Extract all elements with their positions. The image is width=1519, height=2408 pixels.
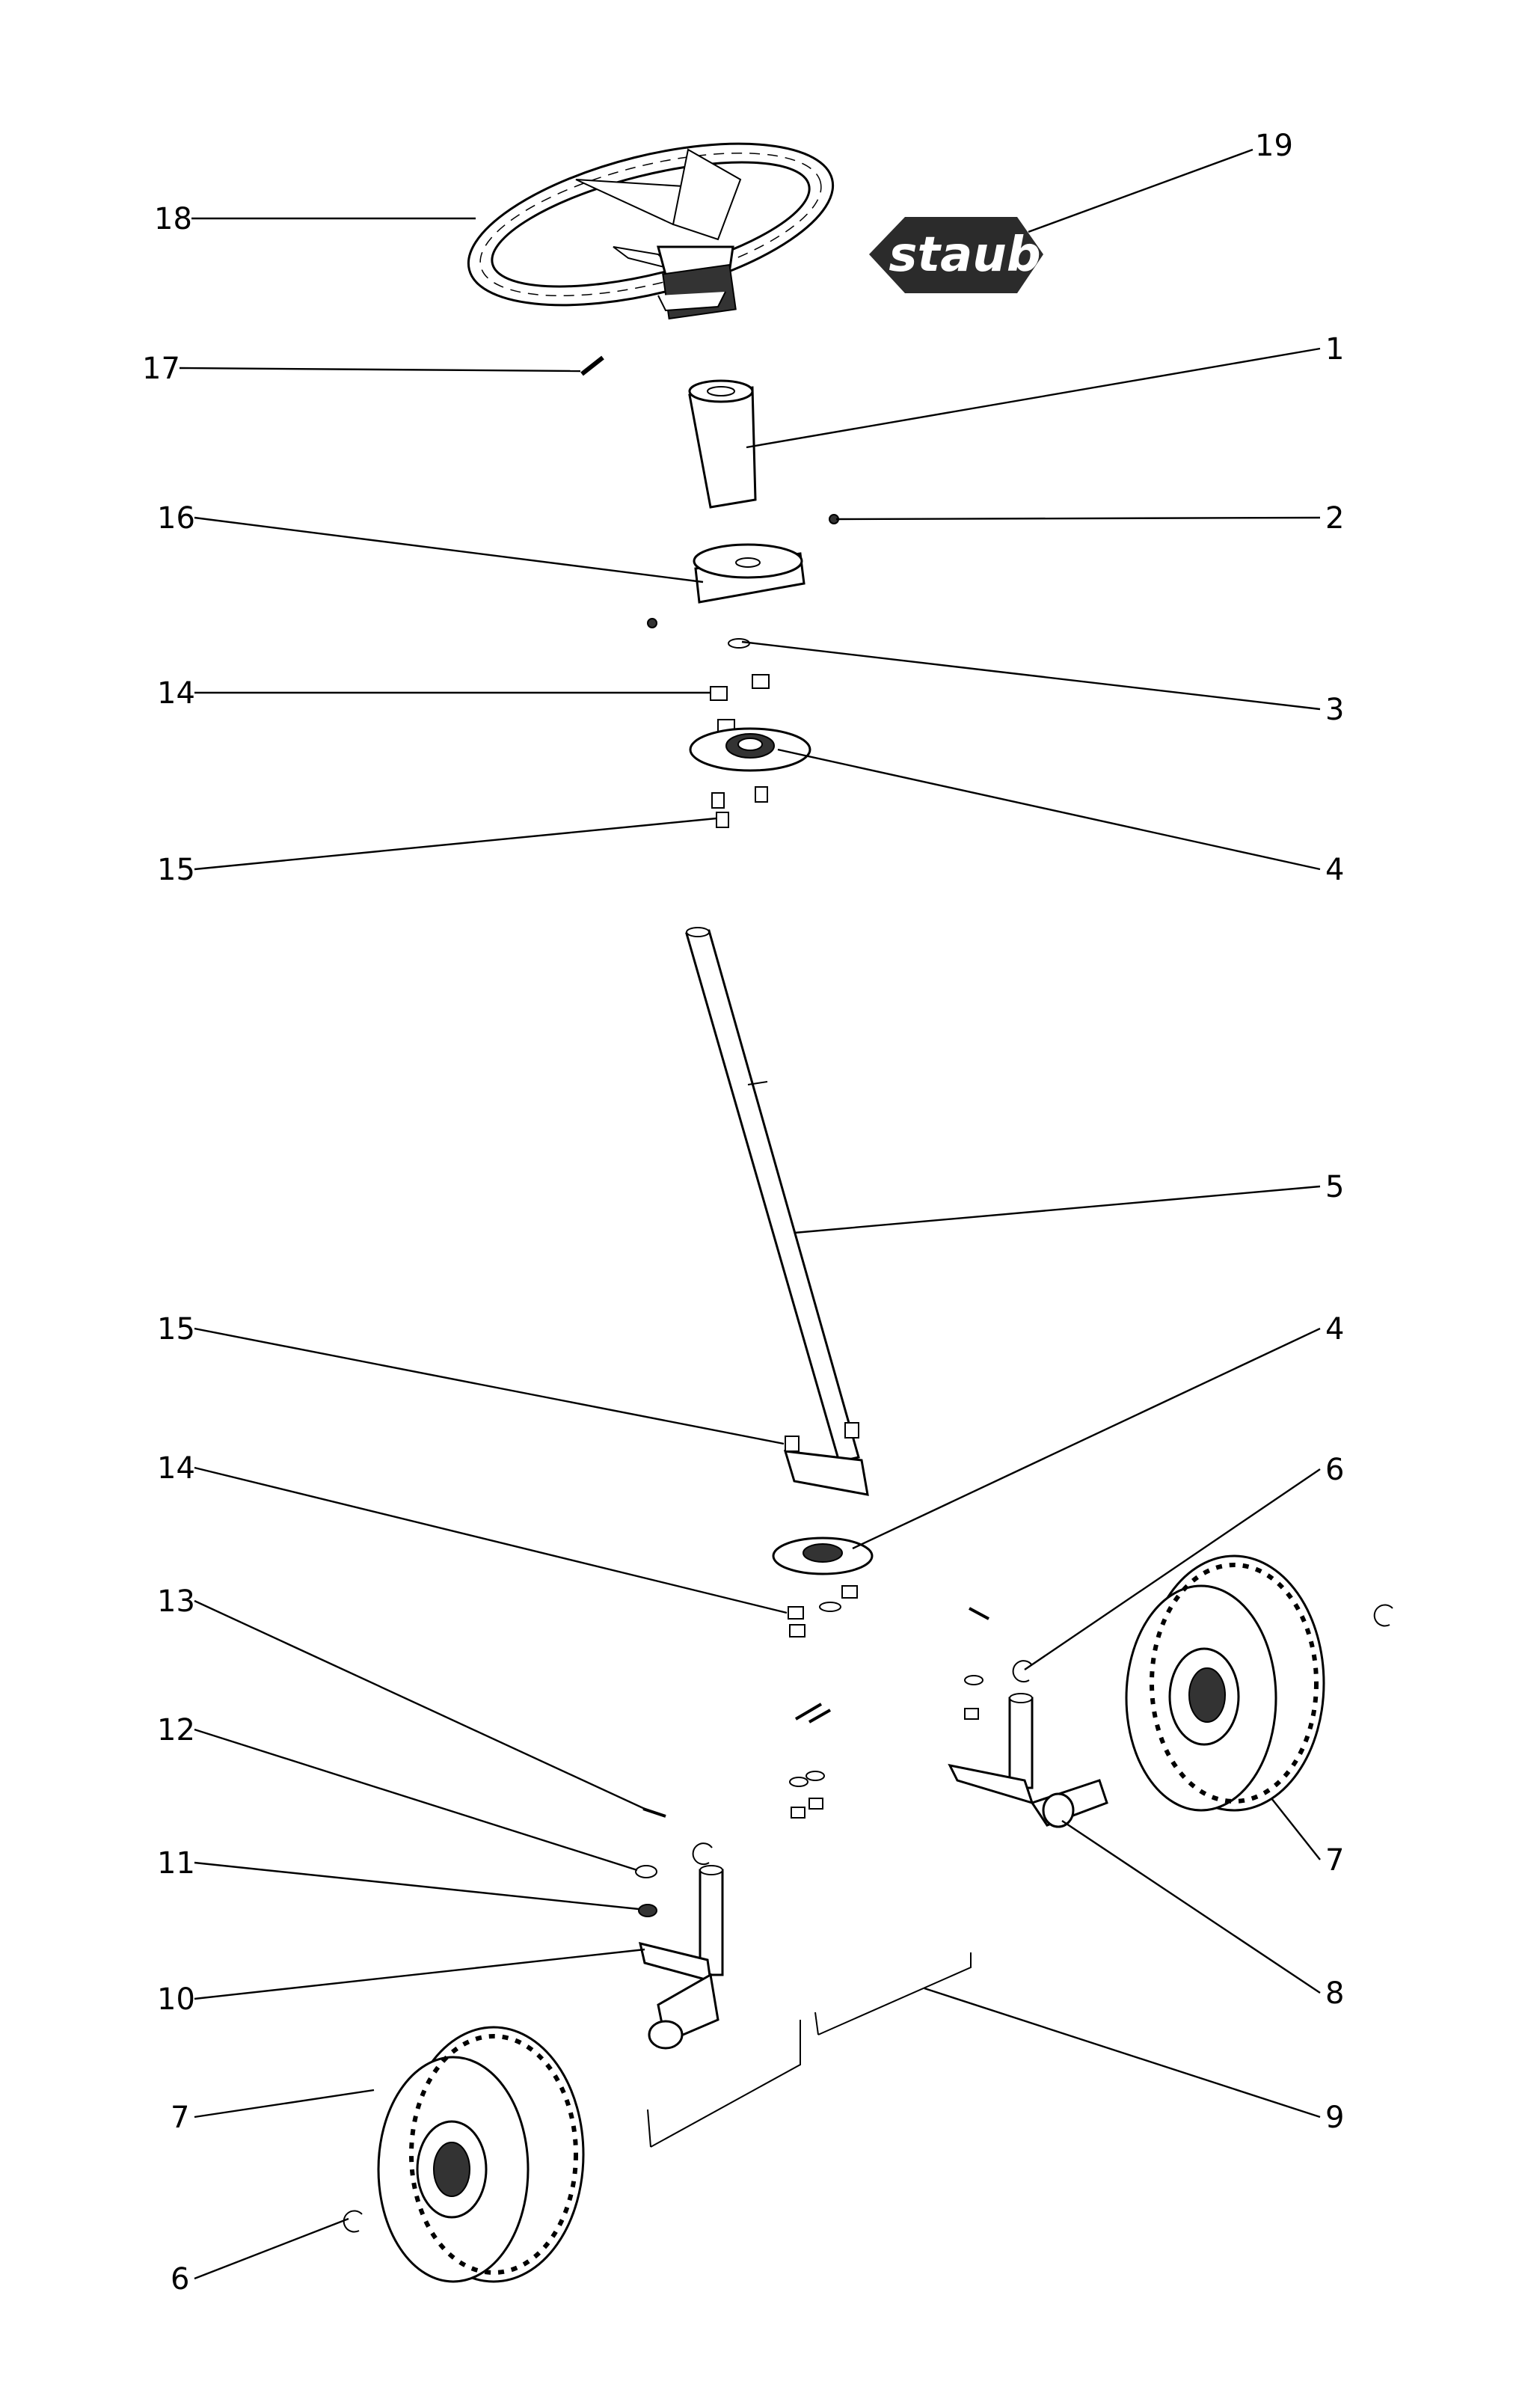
callout-part-14: 14 [157,676,711,711]
staub-logo-badge: staub [869,217,1043,293]
callout-number: 6 [171,2262,189,2297]
callout-number: 9 [1325,2101,1344,2135]
tie-rods [647,1952,972,2148]
callout-part-2: 2 [835,501,1344,536]
callout-part-5: 5 [794,1170,1344,1234]
callout-part-4: 4 [777,748,1344,887]
callout-number: 12 [157,1713,195,1747]
washer-left [635,1865,657,1878]
callout-part-7: 7 [1271,1798,1344,1878]
upper-bearing-flange [689,727,811,772]
callout-number: 16 [157,501,195,536]
callout-part-4b: 4 [852,1312,1344,1550]
callout-number: 3 [1325,693,1344,727]
callout-part-11: 11 [157,1846,639,1911]
e-clip-left [343,2210,363,2233]
nut-left [638,1904,657,1917]
callout-number: 5 [1325,1170,1344,1204]
callout-number: 15 [157,1312,195,1347]
callout-part-1: 1 [746,332,1344,449]
callout-number: 6 [1325,1453,1344,1487]
callout-part-6b: 6 [171,2217,349,2297]
e-clip-right-outer [1373,1604,1393,1627]
callout-number: 1 [1325,332,1344,367]
steering-cap [693,543,805,604]
callout-number: 15 [157,853,195,887]
right-spindle [948,1693,1108,1828]
callout-number: 10 [157,1982,195,2017]
callout-number: 18 [154,202,192,236]
callout-number: 2 [1325,501,1344,536]
callout-number: 17 [142,352,180,386]
callout-part-18: 18 [154,202,476,236]
right-wheel [1125,1554,1325,1812]
callout-number: 7 [1325,1843,1344,1878]
right-hub-hardware [964,1607,989,1720]
callout-number: 11 [157,1846,195,1881]
callout-number: 19 [1255,129,1293,163]
left-spindle [638,1865,724,2050]
callout-number: 8 [1325,1976,1344,2011]
callout-part-7b: 7 [171,2089,375,2135]
callout-part-6: 6 [1024,1453,1344,1670]
callout-number: 14 [157,676,195,711]
staub-logo-text: staub [889,227,1040,283]
callout-part-13: 13 [157,1584,645,1810]
cotter-pin-left [642,1807,666,1818]
upper-hardware [647,618,770,734]
callout-part-19: 19 [1028,129,1293,233]
steering-sleeve [688,379,757,509]
callout-number: 4 [1325,1312,1344,1347]
e-clip-left-upper [692,1842,713,1866]
callout-part-8: 8 [1061,1820,1344,2011]
callout-part-16: 16 [157,501,704,583]
callout-number: 4 [1325,853,1344,887]
callout-part-12: 12 [157,1713,638,1872]
callout-part-17: 17 [142,352,581,386]
callout-part-14b: 14 [157,1451,788,1614]
lower-bearing-flange [772,1537,874,1575]
callout-part-3: 3 [741,640,1344,727]
steering-wheel [467,142,835,320]
callout-number: 13 [157,1584,195,1619]
steering-column [685,927,869,1496]
lower-nuts [788,1585,858,1637]
e-clip-right [1012,1660,1033,1683]
callout-number: 7 [171,2101,189,2135]
loose-hardware [789,1703,831,1819]
left-wheel [377,2026,585,2283]
roll-pin [580,355,604,376]
upper-bolts [711,786,768,828]
callout-number: 14 [157,1451,195,1486]
callout-part-9: 9 [924,1987,1344,2135]
callout-part-15: 15 [157,817,717,887]
callout-part-15b: 15 [157,1312,785,1445]
callout-part-10: 10 [157,1948,645,2017]
